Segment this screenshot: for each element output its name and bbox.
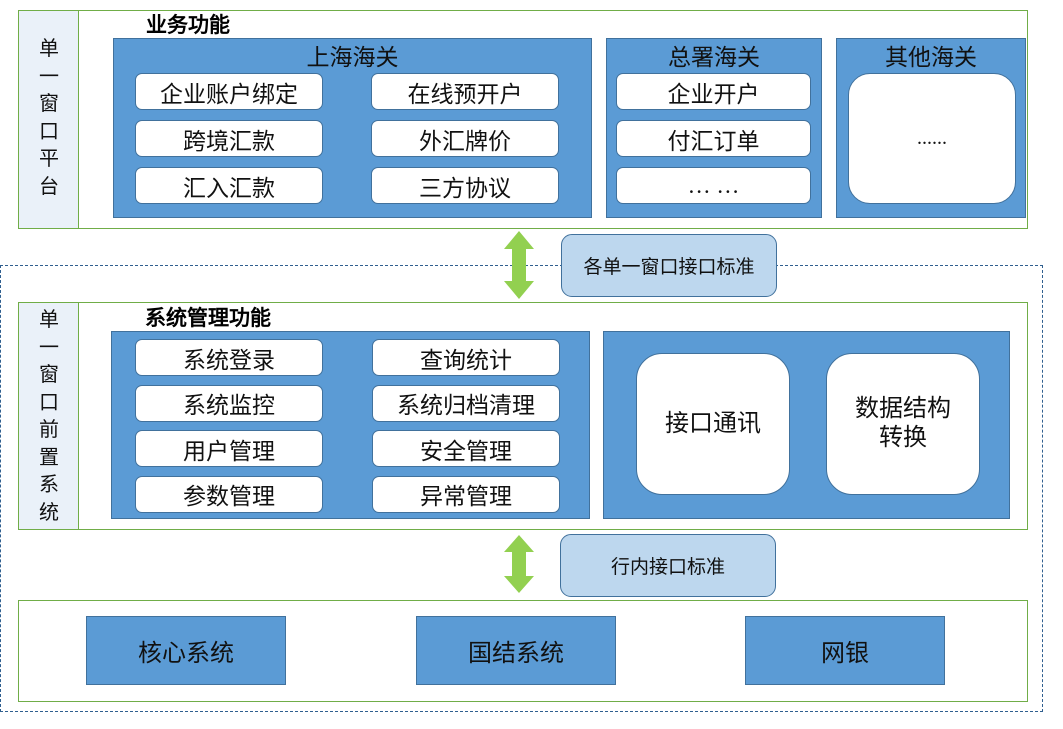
function-box: 用户管理: [135, 430, 323, 467]
general-customs-group: 总署海关 企业开户 付汇订单 … …: [606, 38, 822, 218]
function-box: 查询统计: [372, 339, 560, 376]
double-arrow-icon: [504, 535, 534, 593]
module-label-line-1: 数据结构: [855, 396, 951, 422]
function-box: 系统登录: [135, 339, 323, 376]
function-box: 外汇牌价: [371, 120, 559, 157]
function-box: 跨境汇款: [135, 120, 323, 157]
function-box: 三方协议: [371, 167, 559, 204]
data-structure-conversion-module: 数据结构 转换: [826, 353, 980, 495]
single-window-front-system: 单一窗口前置系统 系统管理功能 系统登录 查询统计 系统监控 系统归档清理 用户…: [18, 302, 1028, 530]
function-box: 参数管理: [135, 475, 323, 513]
function-box: 付汇订单: [616, 120, 811, 157]
bank-systems: 核心系统 国结系统 网银: [18, 600, 1028, 702]
system-management-title: 系统管理功能: [145, 307, 271, 330]
function-box: 系统监控: [135, 384, 323, 422]
other-customs-placeholder: ......: [848, 73, 1016, 204]
function-box: 企业账户绑定: [135, 73, 323, 110]
shanghai-customs-functions: 企业账户绑定 在线预开户 跨境汇款 外汇牌价 汇入汇款 三方协议: [135, 73, 559, 204]
business-functions-title: 业务功能: [146, 14, 230, 37]
function-box: 在线预开户: [371, 73, 559, 110]
other-customs-group: 其他海关 ......: [836, 38, 1026, 218]
function-box: 企业开户: [616, 73, 811, 110]
shanghai-customs-group: 上海海关 企业账户绑定 在线预开户 跨境汇款 外汇牌价 汇入汇款 三方协议: [113, 38, 592, 218]
front-system-side-panel: 单一窗口前置系统: [19, 303, 79, 529]
module-label: 接口通讯: [665, 410, 761, 437]
single-window-platform: 单一窗口平台 业务功能 上海海关 企业账户绑定 在线预开户 跨境汇款 外汇牌价 …: [18, 10, 1028, 229]
double-arrow-icon: [504, 231, 534, 299]
function-box: 安全管理: [372, 430, 560, 467]
interface-communication-module: 接口通讯: [636, 353, 790, 495]
general-customs-functions: 企业开户 付汇订单 … …: [616, 73, 811, 204]
system-management-group: 系统登录 查询统计 系统监控 系统归档清理 用户管理 安全管理 参数管理 异常管…: [111, 331, 590, 519]
platform-side-label: 单一窗口平台: [39, 38, 59, 198]
function-box: 异常管理: [372, 475, 560, 513]
bank-interface-standard-label: 行内接口标准: [560, 534, 776, 597]
core-modules-group: 接口通讯 数据结构 转换: [603, 331, 1010, 519]
online-banking-box: 网银: [745, 616, 945, 685]
other-customs-title: 其他海关: [885, 45, 977, 70]
core-system-box: 核心系统: [86, 616, 286, 685]
general-customs-title: 总署海关: [668, 45, 760, 70]
front-system-side-label: 单一窗口前置系统: [39, 309, 59, 524]
function-box: 系统归档清理: [372, 384, 560, 422]
function-box: 汇入汇款: [135, 167, 323, 204]
shanghai-customs-title: 上海海关: [306, 45, 399, 70]
single-window-interface-standard-label: 各单一窗口接口标准: [561, 234, 777, 297]
function-box: … …: [616, 167, 811, 204]
platform-side-panel: 单一窗口平台: [19, 11, 79, 228]
international-settlement-system-box: 国结系统: [416, 616, 616, 685]
system-management-functions: 系统登录 查询统计 系统监控 系统归档清理 用户管理 安全管理 参数管理 异常管…: [135, 339, 560, 513]
module-label-line-2: 转换: [879, 425, 927, 451]
